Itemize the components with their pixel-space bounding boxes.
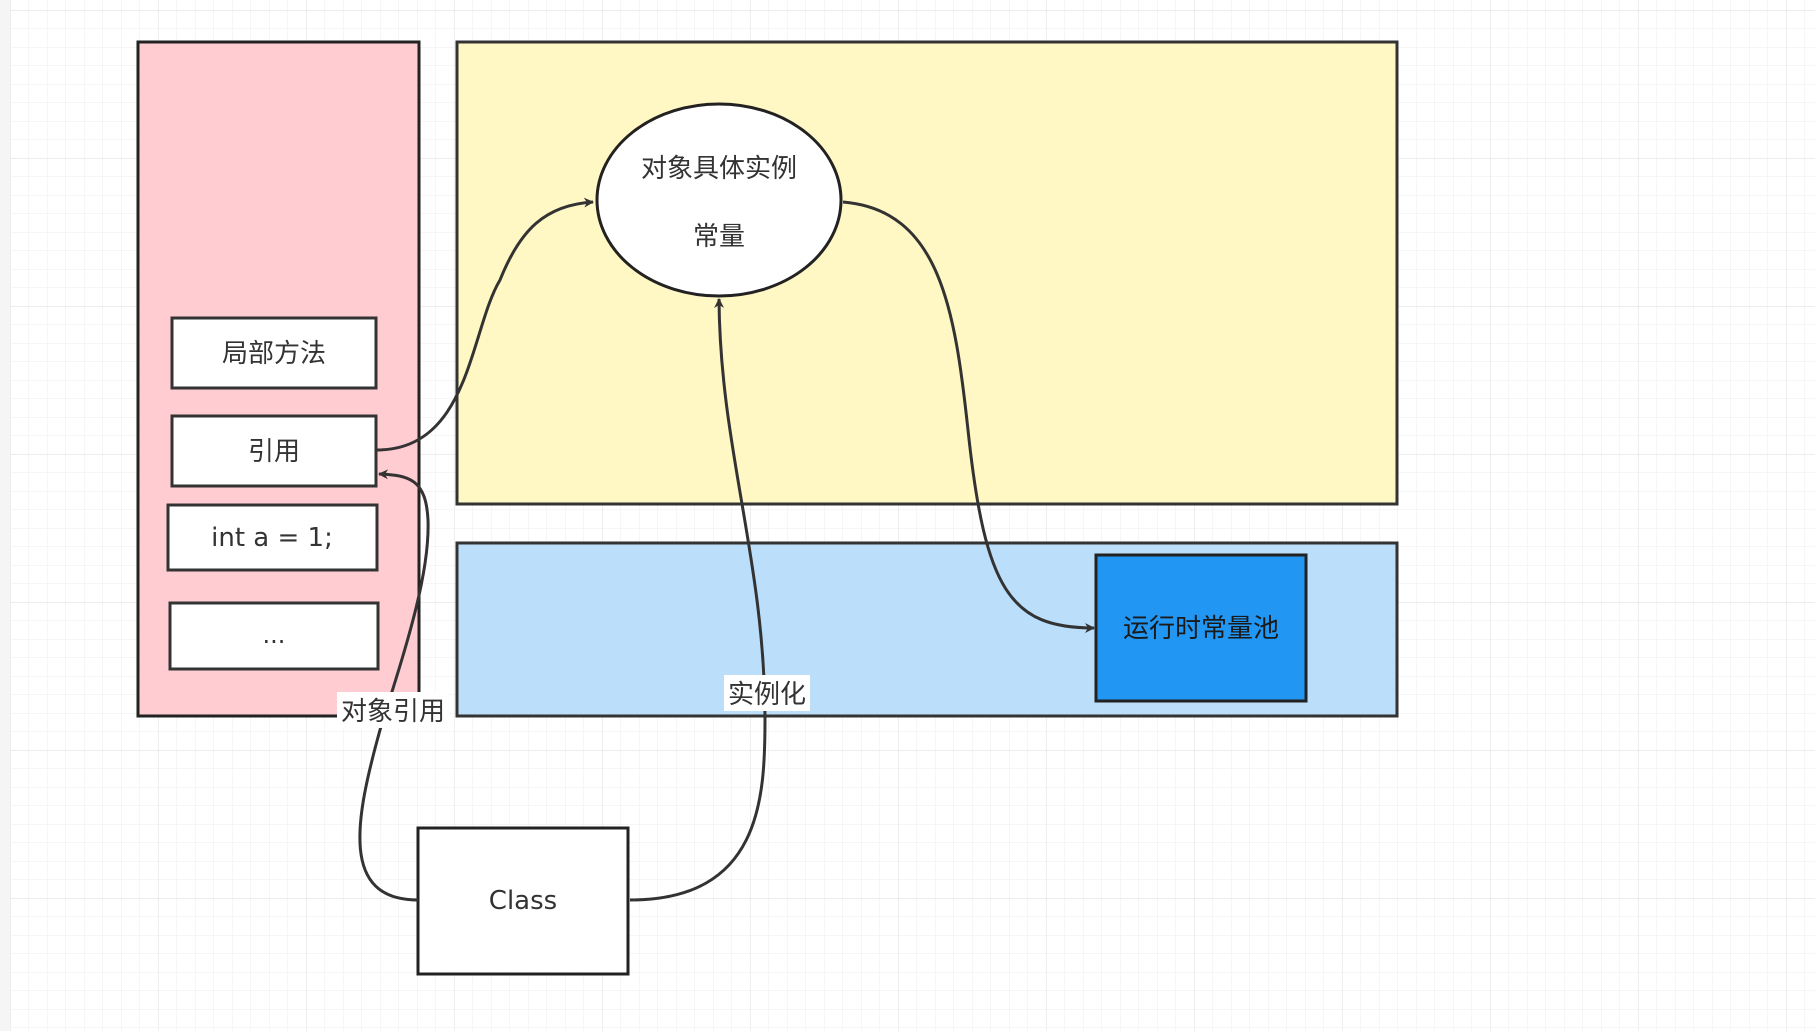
runtime-constant-pool-node[interactable]: 运行时常量池 [1094, 553, 1308, 703]
stack-item-ellipsis[interactable]: ... [168, 601, 380, 671]
class-node[interactable]: Class [416, 826, 630, 976]
stack-item-local-method[interactable]: 局部方法 [170, 316, 378, 390]
left-margin [0, 0, 10, 1031]
stack-item-int-variable[interactable]: int a = 1; [166, 503, 379, 572]
object-instance-node[interactable]: 对象具体实例 常量 [595, 102, 843, 298]
instantiation-edge-label: 实例化 [724, 675, 810, 711]
stack-item-reference[interactable]: 引用 [170, 414, 378, 488]
instantiation-label-text: 实例化 [728, 680, 806, 710]
constant-label: 常量 [693, 222, 745, 252]
stack-item-label: 局部方法 [222, 339, 326, 369]
object-instance-label: 对象具体实例 [641, 154, 797, 184]
heap-region[interactable] [455, 40, 1399, 506]
stack-item-label: ... [263, 621, 286, 649]
class-label: Class [489, 886, 557, 916]
object-reference-edge-label: 对象引用 [337, 692, 449, 728]
runtime-constant-pool-label: 运行时常量池 [1123, 614, 1279, 644]
object-reference-label-text: 对象引用 [341, 697, 445, 727]
edge-reference-to-object[interactable] [376, 197, 594, 452]
stack-item-label: int a = 1; [211, 523, 333, 553]
edge-object-to-constant-pool[interactable] [842, 200, 1095, 633]
edge-class-object-reference[interactable] [358, 469, 430, 902]
stack-item-label: 引用 [248, 437, 300, 467]
